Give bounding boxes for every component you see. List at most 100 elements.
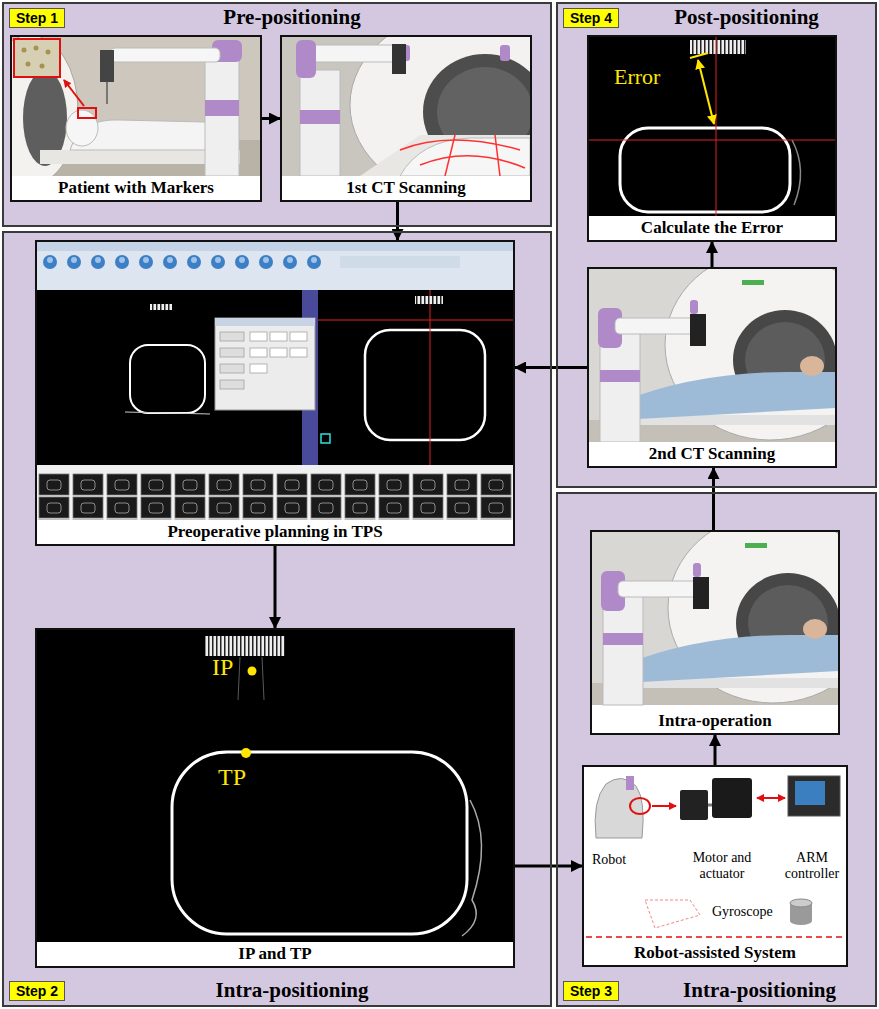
patient-photo [26,62,31,67]
robot-system-diagram [790,917,812,925]
flow-arrow [711,242,714,267]
ip-tp-scan-image [462,800,482,936]
software-screenshot [250,348,267,357]
ct-scan-photo [360,135,530,176]
robot-system-diagram [595,778,643,838]
patient-photo [34,46,39,51]
box-ground [10,35,262,202]
box-ground [35,628,515,968]
software-screenshot [40,252,330,276]
robot-system-diagram [680,790,708,820]
box-caption: 1st CT Scanning [344,178,468,198]
patient-photo [110,48,220,62]
box-caption: Calculate the Error [639,218,785,238]
flow-arrow [712,468,715,530]
error-scan-image [589,37,835,216]
step-title: Pre-positioning [223,5,360,30]
software-screenshot [430,290,431,465]
box-caption: Preoperative planning in TPS [165,522,384,542]
software-screenshot [270,332,287,341]
box-caption: Patient with Markers [56,178,216,198]
step-panel: Step 4 Post-positioningCalculate the Erro… [556,2,877,488]
box-caption: Intra-operation [656,711,773,731]
software-screenshot [37,473,513,520]
robot-system-diagram [652,805,676,807]
software-screenshot [270,348,287,357]
image-box: 1st CT Scanning [280,35,532,202]
software-screenshot [37,242,513,520]
step-panel: Step 3Intra-positioningIntra-operationRo… [556,492,877,1007]
box-caption: IP and TP [236,944,313,964]
image-box: Preoperative planning in TPS [35,240,515,546]
ip-tp-scan-image [248,667,257,676]
step-panel-ground [556,2,877,488]
step-panel-ground [2,231,552,1007]
ct-scan-photo [300,70,340,176]
ip-tp-scan-image [205,636,285,656]
flow-arrow [274,546,277,628]
software-screenshot [220,332,244,341]
ct-scan-photo [445,135,455,176]
step-title: Post-positioning [674,5,819,30]
ip-tp-scan-image [172,752,467,934]
software-screenshot [37,290,513,465]
software-screenshot [250,364,267,373]
software-screenshot [130,345,205,413]
ct-room-photo [589,269,835,442]
box-caption: Robot-assisted System [632,943,798,963]
box-ground [35,240,515,546]
patient-photo [205,55,239,176]
patient-photo [100,50,114,82]
step-badge: Step 3 [563,981,619,1001]
ip-tp-scan-image [37,630,513,942]
ip-tp-scan-image [241,748,251,758]
error-scan-image [690,40,746,54]
software-screenshot [215,318,315,410]
robot-system-diagram [708,804,712,807]
step-badge: Step 2 [9,981,65,1001]
flow-arrow [262,117,280,120]
step-panel: Step 1 Pre-positioningPatient with Marker… [2,2,552,227]
ct-scan-photo [400,140,520,150]
annotation-label: IP [212,654,233,682]
robot-system-diagram [645,900,700,928]
image-box: Intra-operation [590,530,840,735]
patient-photo [205,100,239,116]
patient-photo [66,110,98,146]
software-screenshot [318,320,513,321]
software-screenshot [220,348,244,357]
ip-tp-scan-image [37,630,513,942]
annotation-label: Error [614,64,660,89]
robot-system-diagram [790,899,812,907]
patient-photo [12,37,260,176]
ct-scan-photo [392,44,406,74]
step-badge: Step 1 [9,8,65,28]
ct-scan-photo [282,37,530,176]
ct-scan-photo [305,45,395,62]
box-ground [587,35,837,242]
robot-system-diagram [586,936,844,938]
ct-room-photo [592,532,838,705]
patient-photo [22,48,27,53]
robot-system-diagram [788,776,840,816]
error-scan-image [620,128,790,212]
flow-arrow [515,865,582,868]
error-scan-image [716,37,717,216]
ct-scan-photo [495,135,500,176]
box-caption: 2nd CT Scanning [647,444,777,464]
software-screenshot [365,330,485,440]
ct-room-photo [589,269,835,442]
software-screenshot [290,332,307,341]
patient-photo [64,80,84,106]
ct-scan-photo [500,45,510,61]
software-screenshot [37,242,513,251]
software-screenshot [415,296,443,304]
error-scan-image [589,140,835,141]
software-screenshot [37,465,513,473]
error-scan-image [690,53,708,58]
step-badge: Step 4 [563,8,619,28]
patient-photo [46,50,51,55]
error-scan-image [589,37,835,216]
software-screenshot [150,304,172,310]
robot-system-diagram [626,776,634,790]
